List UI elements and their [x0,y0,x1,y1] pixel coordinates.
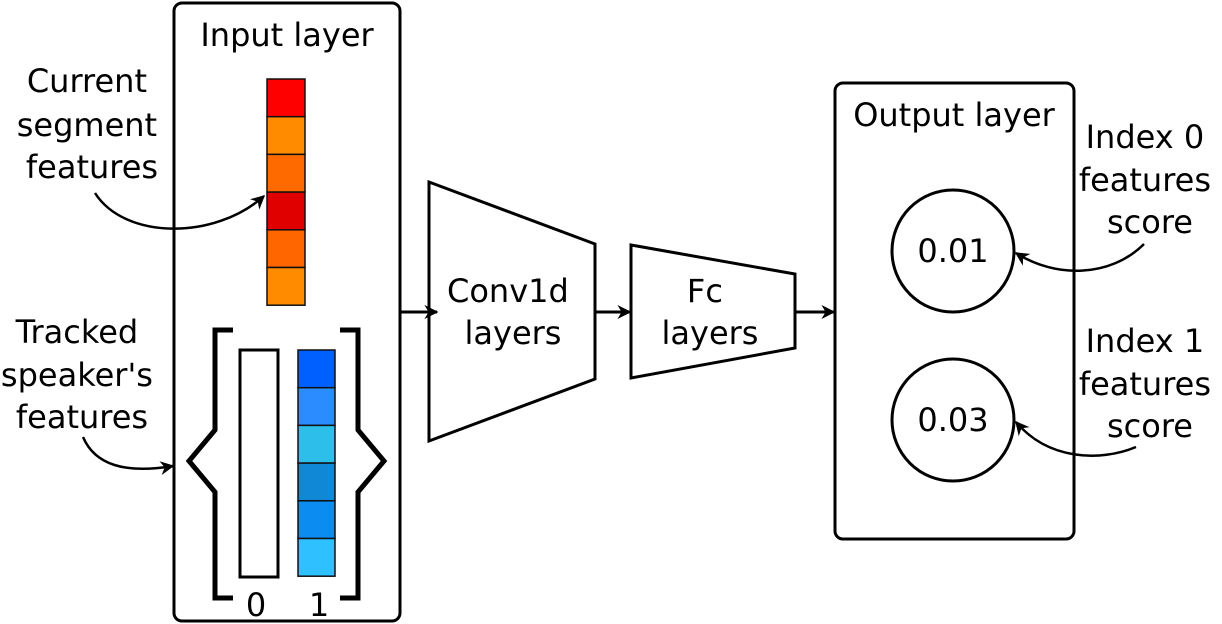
score-value-0: 0.01 [917,232,988,270]
fc-label: Fc layers [662,272,759,352]
current-segment-cell-5 [266,266,306,306]
tracked-speaker-cell-5 [297,537,336,577]
input-layer-title: Input layer [200,16,374,54]
right-brace [340,327,388,601]
current-segment-vector [266,78,306,306]
current-segment-cell-1 [266,115,306,156]
tracked-speaker-cell-2 [297,424,336,464]
current-segment-cell-0 [266,78,306,118]
current-segment-cell-4 [266,229,306,269]
score-label-0-arrow [1014,243,1145,273]
score-node-1 [890,357,1016,483]
tracked-speaker-arrow [81,436,175,475]
conv1d-block [427,179,597,444]
current-segment-cell-2 [266,153,306,193]
tracked-speaker-vector [297,349,336,577]
index-label-1: 1 [309,586,329,624]
current-segment-arrow [93,192,266,230]
score-label-0: Index 0 features score [1079,118,1221,241]
current-segment-cell-3 [266,191,306,231]
conv1d-label: Conv1d layers [447,272,579,352]
tracked-speaker-cell-4 [297,500,336,540]
score-label-1: Index 1 features score [1079,322,1221,445]
score-value-1: 0.03 [917,401,988,439]
index-label-0: 0 [246,586,266,624]
fc-block [629,243,797,380]
score-node-0 [890,188,1016,314]
tracked-speaker-cell-0 [297,349,336,389]
tracked-speaker-label: Tracked speaker's features [1,313,163,436]
empty-speaker-vector [238,348,280,579]
tracked-speaker-cell-1 [297,386,336,427]
left-brace [185,327,233,601]
score-label-1-arrow [1015,420,1137,457]
output-layer-box [833,81,1076,541]
output-layer-title: Output layer [853,96,1055,134]
current-segment-label: Current segment features [17,62,168,186]
tracked-speaker-cell-3 [297,462,336,502]
